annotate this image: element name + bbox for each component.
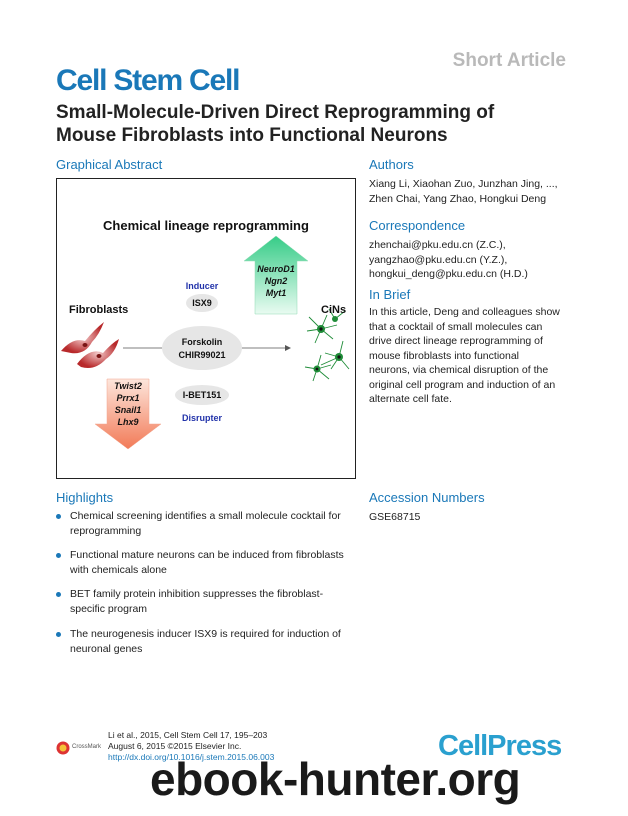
downregulated-genes-arrow [94,378,162,450]
graphical-abstract: Chemical lineage reprogramming Inducer I… [56,178,356,479]
doi-link[interactable]: http://dx.doi.org/10.1016/j.stem.2015.06… [108,752,275,762]
bullet-icon [56,592,61,597]
highlight-line: with chemicals alone [70,563,167,576]
highlight-line: Chemical screening identifies a small mo… [70,510,341,522]
citation-line: Li et al., 2015, Cell Stem Cell 17, 195–… [108,730,268,740]
highlight-item: The neurogenesis inducer ISX9 is require… [56,627,356,656]
article-title: Small-Molecule-Driven Direct Reprogrammi… [56,101,576,147]
highlight-item: Chemical screening identifies a small mo… [56,509,356,538]
authors-line: Xiang Li, Xiaohan Zuo, Junzhan Jing, ...… [369,178,558,190]
watermark: ebook-hunter.org [150,753,521,805]
compound-bubble [162,326,242,370]
authors-line: Zhen Chai, Yang Zhao, Hongkui Deng [369,192,547,205]
core-compound: Forskolin [182,337,223,347]
upregulated-genes-arrow [243,235,309,315]
in-brief-text: In this article, Deng and colleagues sho… [369,305,584,407]
article-type-label: Short Article [452,50,566,71]
highlight-line: neuronal genes [70,642,143,655]
correspondence-heading: Correspondence [369,218,466,233]
target-cell-label: CiNs [321,304,346,316]
graphical-abstract-diagram: Chemical lineage reprogramming Inducer I… [61,218,350,450]
compound-bubble [186,294,218,312]
inducer-label: Inducer [186,281,219,291]
fibroblast-cells-icon [61,322,119,368]
bullet-icon [56,514,61,519]
bullet-icon [56,632,61,637]
title-line: Mouse Fibroblasts into Functional Neuron… [56,125,448,146]
downregulated-gene: Prrx1 [116,393,139,403]
highlight-line: reprogramming [70,524,142,537]
correspondence-email[interactable]: yangzhao@pku.edu.cn (Y.Z.), [369,253,508,266]
in-brief-line: drive direct lineage reprogramming of [369,335,543,347]
cellpress-logo: CellPress [438,730,562,762]
diagram-title: Chemical lineage reprogramming [103,218,309,233]
downregulated-gene: Twist2 [114,381,142,391]
highlight-item: BET family protein inhibition suppresses… [56,587,356,616]
highlight-line: BET family protein inhibition suppresses… [70,588,324,600]
neuron-cells-icon [304,308,350,382]
disrupter-label: Disrupter [182,413,223,423]
upregulated-gene: NeuroD1 [257,264,295,274]
citation: Li et al., 2015, Cell Stem Cell 17, 195–… [108,730,274,763]
citation-line: August 6, 2015 ©2015 Elsevier Inc. [108,741,242,751]
correspondence-list: zhenchai@pku.edu.cn (Z.C.), yangzhao@pku… [369,238,584,282]
upregulated-gene: Myt1 [266,288,287,298]
title-line: Small-Molecule-Driven Direct Reprogrammi… [56,102,495,123]
bullet-icon [56,553,61,558]
downregulated-gene: Snail1 [115,405,142,415]
inducer-compound: ISX9 [192,298,212,308]
in-brief-line: In this article, Deng and colleagues sho… [369,306,560,318]
correspondence-email[interactable]: hongkui_deng@pku.edu.cn (H.D.) [369,268,528,280]
crossmark-icon [56,741,70,755]
highlight-item: Functional mature neurons can be induced… [56,548,356,577]
in-brief-heading: In Brief [369,287,411,302]
in-brief-line: alternate cell fate. [369,393,452,405]
authors-list: Xiang Li, Xiaohan Zuo, Junzhan Jing, ...… [369,177,584,206]
highlight-line: Functional mature neurons can be induced… [70,549,344,561]
authors-heading: Authors [369,157,414,172]
in-brief-line: neurons, via chemical disruption of the [369,364,549,376]
highlight-line: The neurogenesis inducer ISX9 is require… [70,628,341,640]
arrowhead [285,345,291,351]
highlight-line: specific program [70,602,148,615]
journal-logo: Cell Stem Cell [56,64,240,97]
graphical-abstract-heading: Graphical Abstract [56,157,163,172]
in-brief-line: mouse fibroblasts into functional [369,349,519,362]
highlights-heading: Highlights [56,490,114,505]
crossmark-logo[interactable]: CrossMark [56,741,106,755]
in-brief-line: that a cocktail of small molecules can [369,320,543,333]
in-brief-line: original cell program and induction of a… [369,378,556,391]
accession-number[interactable]: GSE68715 [369,511,421,523]
neuron-bodies [313,316,343,373]
disrupter-compound: I-BET151 [183,390,222,400]
core-compound: CHIR99021 [178,350,225,360]
downregulated-gene: Lhx9 [117,417,138,427]
compound-bubble [175,385,229,405]
accession-heading: Accession Numbers [369,490,485,505]
crossmark-label: CrossMark [72,744,102,750]
upregulated-gene: Ngn2 [265,276,288,286]
correspondence-email[interactable]: zhenchai@pku.edu.cn (Z.C.), [369,239,506,251]
source-cell-label: Fibroblasts [69,304,128,316]
